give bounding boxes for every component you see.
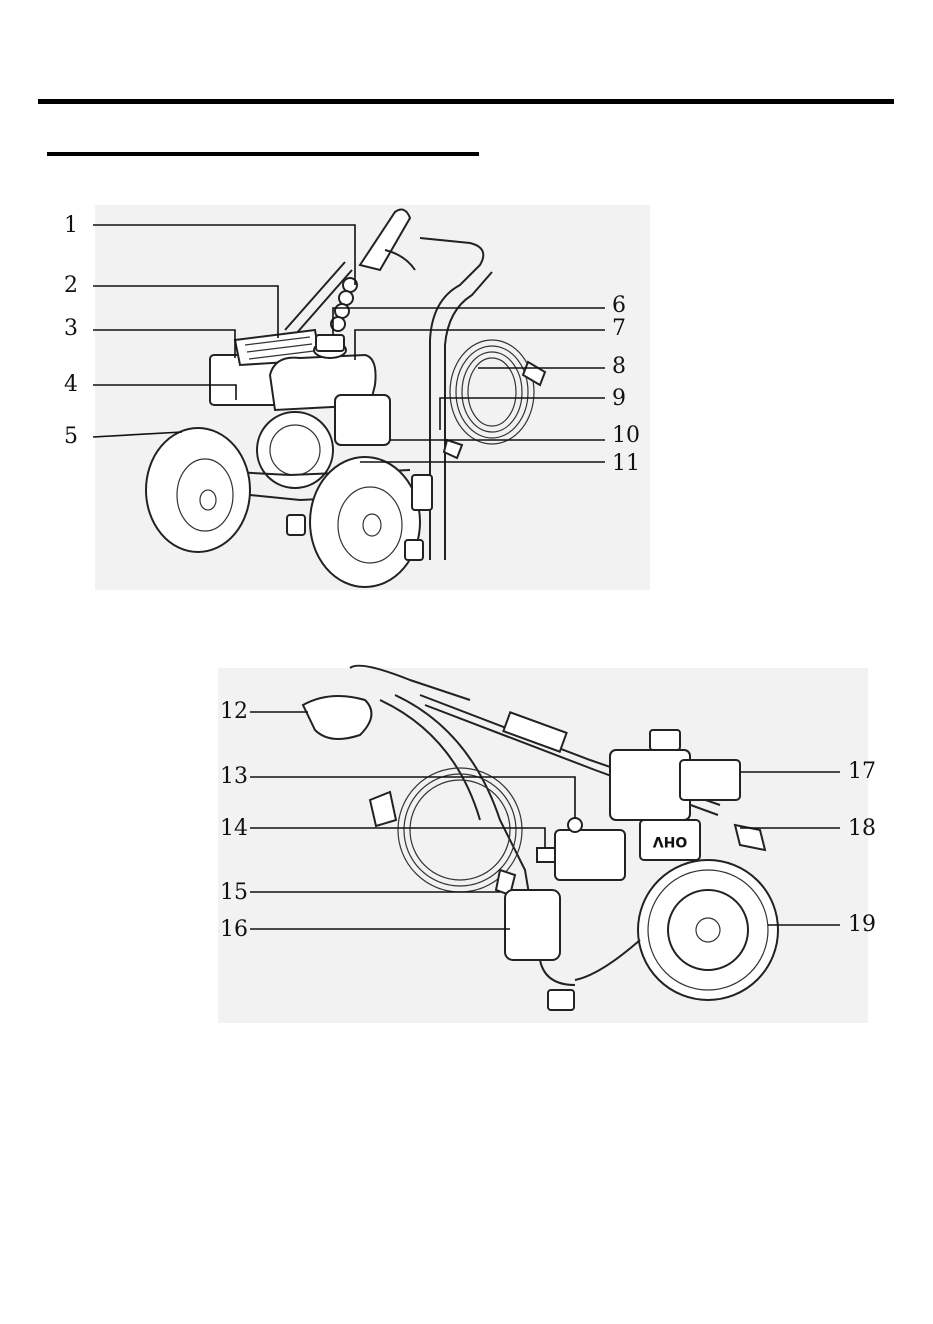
callout-label: 1 xyxy=(64,213,78,238)
pump xyxy=(555,830,625,880)
callout-label: 16 xyxy=(220,917,248,942)
recoil-starter xyxy=(257,412,333,488)
callout-label: 6 xyxy=(612,293,626,318)
left-wheel xyxy=(146,428,250,552)
pump xyxy=(335,395,390,445)
callout-label: 5 xyxy=(64,424,78,449)
frame-bracket xyxy=(412,475,432,510)
callout-label: 12 xyxy=(220,699,248,724)
callout-label: 2 xyxy=(64,273,78,298)
callout-label: 11 xyxy=(612,451,640,476)
callout-label: 14 xyxy=(220,816,248,841)
engine-cap xyxy=(650,730,680,750)
engine-mark: OHV xyxy=(653,833,688,849)
callout-label: 3 xyxy=(64,316,78,341)
rear-foot xyxy=(405,540,423,560)
callout-label: 15 xyxy=(220,880,248,905)
callout-label: 8 xyxy=(612,354,626,379)
front-foot xyxy=(287,515,305,535)
engine-block xyxy=(610,750,690,820)
callout-label: 10 xyxy=(612,423,640,448)
callout-label: 4 xyxy=(64,372,78,397)
muffler xyxy=(680,760,740,800)
callout-label: 19 xyxy=(848,912,876,937)
water-inlet xyxy=(537,848,555,862)
callout-label: 13 xyxy=(220,764,248,789)
callout-label: 18 xyxy=(848,816,876,841)
thermal-relief-valve xyxy=(568,818,582,832)
side-view-illustration: OHV xyxy=(218,666,868,1023)
callout-label: 17 xyxy=(848,759,876,784)
right-wheel xyxy=(310,457,420,587)
support-foot xyxy=(548,990,574,1010)
callout-label: 9 xyxy=(612,386,626,411)
callout-label: 7 xyxy=(612,316,626,341)
wheel xyxy=(638,860,778,1000)
detergent-tank xyxy=(505,890,560,960)
